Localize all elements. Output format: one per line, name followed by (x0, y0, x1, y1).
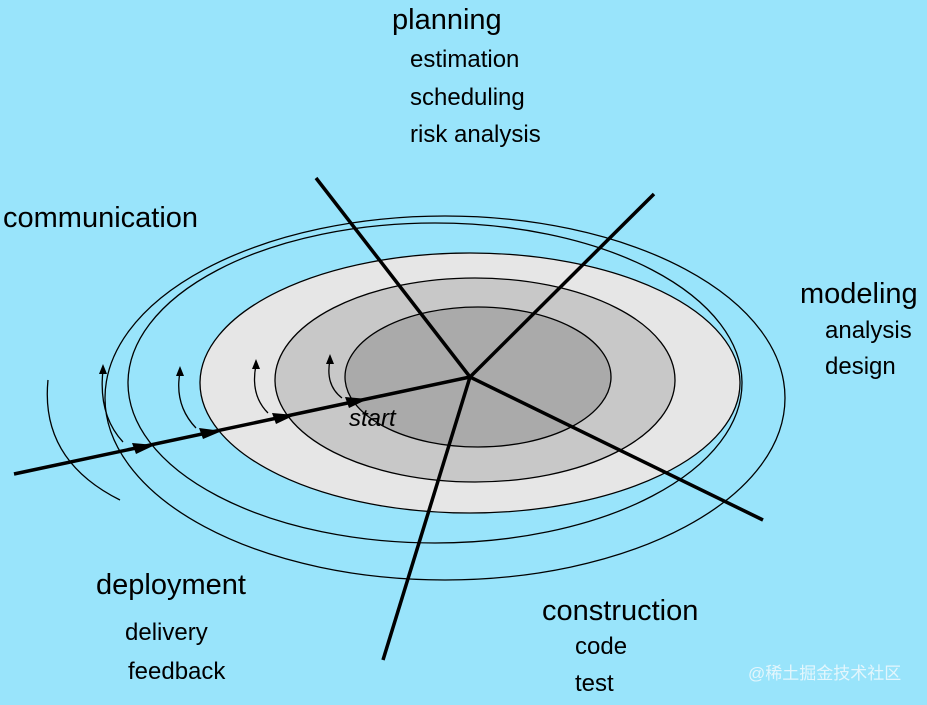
modeling-task-analysis: analysis (825, 317, 912, 344)
arrowhead-2 (199, 428, 222, 439)
deployment-title: deployment (96, 569, 246, 601)
planning-task-risk-analysis: risk analysis (410, 121, 541, 148)
communication-title: communication (3, 202, 199, 234)
modeling-title: modeling (800, 278, 918, 310)
sector-line-deployment (381, 376, 472, 661)
curved-arrows (101, 359, 343, 443)
start-label: start (349, 405, 396, 432)
arrowhead-4 (345, 397, 368, 408)
planning-title: planning (392, 4, 502, 36)
second-spiral-ring (127, 222, 743, 544)
planning-task-estimation: estimation (410, 46, 520, 73)
deployment-task-feedback: feedback (128, 658, 226, 685)
arrowhead-3 (272, 413, 295, 424)
curved-arrow-tips (99, 354, 334, 376)
sector-line-planning (314, 176, 472, 379)
planning-task-scheduling: scheduling (410, 84, 525, 111)
construction-task-test: test (575, 670, 614, 697)
spiral-tail-arc (46, 379, 121, 501)
outer-spiral-ring (104, 215, 786, 581)
deployment-task-delivery: delivery (125, 619, 208, 646)
arrowhead-1 (132, 443, 155, 454)
spiral-start-arrow (13, 375, 471, 476)
modeling-task-design: design (825, 353, 896, 380)
construction-title: construction (542, 595, 699, 627)
sector-line-construction-right (469, 375, 764, 522)
watermark-text: @稀土掘金技术社区 (748, 664, 902, 683)
sector-line-modeling (468, 192, 656, 379)
construction-task-code: code (575, 633, 628, 660)
